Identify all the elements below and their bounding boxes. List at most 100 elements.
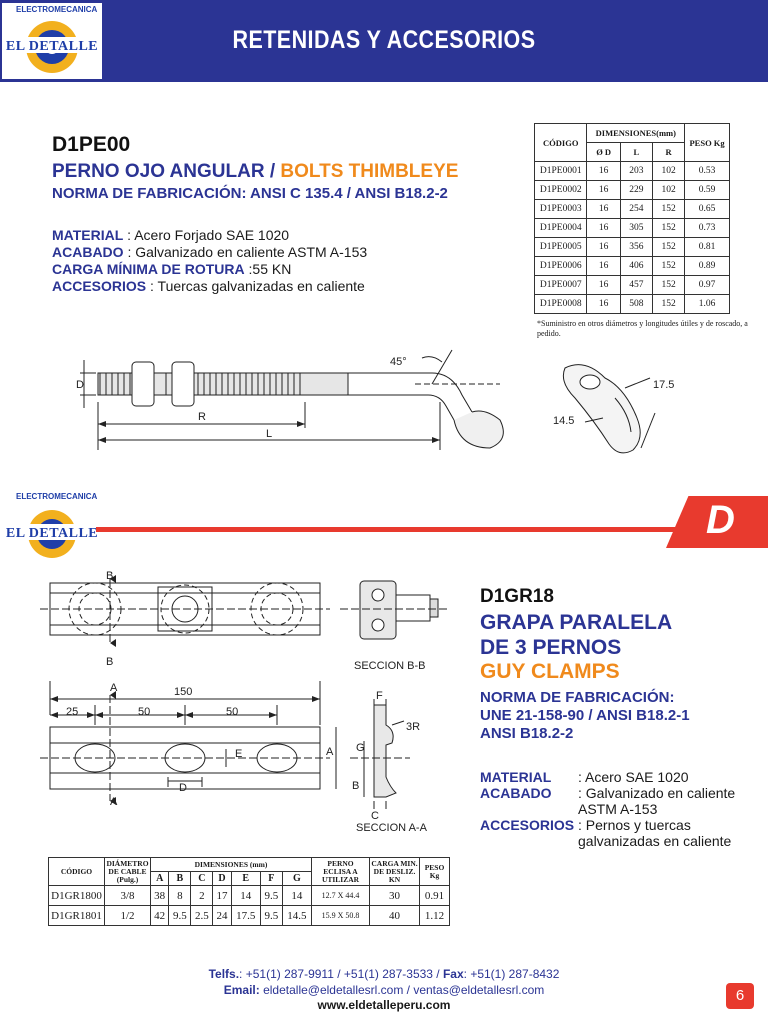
table-cell: 16: [586, 218, 621, 238]
label-25: 25: [66, 706, 78, 718]
label-b-section: B: [352, 780, 359, 792]
table-cell: D1GR1801: [48, 905, 105, 926]
section-divider: [96, 527, 768, 532]
telfs-label: Telfs.: [208, 967, 240, 981]
table-cell: 2: [190, 885, 214, 906]
table-cell: 0.81: [684, 237, 730, 257]
table-cell: 16: [586, 237, 621, 257]
table-cell: 229: [619, 180, 653, 200]
spec-row: ACABADO : Galvanizado en caliente ASTM A…: [52, 244, 367, 261]
spec-value: : Acero Forjado SAE 1020: [123, 227, 290, 243]
table-cell: 16: [586, 256, 621, 276]
table-cell: 14: [281, 885, 313, 906]
company-logo: ELECTROMECANICA EL DETALLE: [2, 3, 102, 79]
col-dim: E: [230, 871, 261, 886]
table-cell: 457: [619, 275, 653, 295]
table-cell: D1PE0007: [533, 275, 588, 295]
col-codigo: CÓDIGO: [533, 123, 588, 162]
telfs-value: : +51(1) 287-9911 / +51(1) 287-3533 /: [239, 967, 443, 981]
company-logo-band: ELECTROMECANICA EL DETALLE: [2, 490, 102, 566]
table-cell: D1PE0006: [533, 256, 588, 276]
table-cell: 152: [651, 294, 686, 314]
col-r: R: [651, 142, 686, 162]
label-seccion-aa: SECCION A-A: [356, 822, 428, 834]
table-cell: 102: [651, 161, 686, 181]
product-name-1-en: BOLTS THIMBLEYE: [280, 161, 459, 182]
table-cell: 0.91: [419, 885, 450, 906]
table-cell: 14: [230, 885, 261, 906]
footer-website[interactable]: www.eldetalleperu.com: [317, 998, 451, 1012]
section-letter: D: [706, 498, 735, 542]
label-17-5: 17.5: [653, 379, 674, 391]
table-cell: 152: [651, 237, 686, 257]
fax-label: Fax: [442, 967, 464, 981]
col-dim: G: [281, 871, 313, 886]
col-diametro: DIÁMETRO DE CABLE (Pulg.): [104, 857, 151, 886]
table-cell: 16: [586, 294, 621, 314]
spec-key: CARGA MÍNIMA DE ROTURA: [52, 261, 245, 277]
table-cell: 508: [619, 294, 653, 314]
table-cell: 42: [149, 905, 170, 926]
product-name-2-line1: GRAPA PARALELA: [480, 611, 673, 634]
spec-row: MATERIAL : Acero Forjado SAE 1020: [52, 227, 367, 244]
label-angle: 45°: [390, 356, 407, 368]
product-name-1: PERNO OJO ANGULAR / BOLTS THIMBLEYE: [52, 161, 458, 183]
table-cell: 30: [369, 885, 420, 906]
col-carga: CARGA MIN. DE DESLIZ. KN: [369, 857, 420, 886]
header-bar: RETENIDAS Y ACCESORIOS: [0, 0, 768, 82]
label-3r: 3R: [406, 721, 420, 733]
label-50b: 50: [226, 706, 238, 718]
label-f: F: [376, 690, 383, 702]
col-dim: A: [149, 871, 170, 886]
norma-line: UNE 21-158-90 / ANSI B18.2-1: [480, 707, 690, 724]
table-cell: D1PE0002: [533, 180, 588, 200]
label-150: 150: [174, 686, 192, 698]
table-cell: D1PE0008: [533, 294, 588, 314]
col-dimensiones: DIMENSIONES (mm): [150, 857, 312, 872]
label-c: C: [371, 810, 379, 822]
label-b-bottom: B: [106, 656, 113, 668]
product-name-2-en: GUY CLAMPS: [480, 660, 620, 683]
table-cell: 9.5: [259, 905, 283, 926]
product-code-1: D1PE00: [52, 133, 131, 156]
table-cell: 0.97: [684, 275, 730, 295]
spec-key: ACCESORIOS: [52, 278, 147, 294]
table-cell: D1PE0005: [533, 237, 588, 257]
product-name-1-es: PERNO OJO ANGULAR: [52, 161, 265, 182]
table-cell: 0.65: [684, 199, 730, 219]
table-cell: 0.73: [684, 218, 730, 238]
table-cell: 1/2: [104, 905, 151, 926]
table-cell: 3/8: [104, 885, 151, 906]
label-d: D: [179, 782, 187, 794]
email-value[interactable]: eldetalle@eldetallesrl.com / ventas@elde…: [259, 983, 545, 997]
table-note: *Suministro en otros diámetros y longitu…: [537, 319, 748, 338]
table-cell: 102: [651, 180, 686, 200]
norma-line: NORMA DE FABRICACIÓN:: [480, 689, 675, 706]
table-cell: 15.9 X 50.8: [311, 905, 370, 926]
table-cell: 1.06: [684, 294, 730, 314]
label-seccion-bb: SECCION B-B: [354, 660, 426, 672]
logo-arc-text: ELECTROMECANICA: [16, 5, 98, 14]
dimensions-table-2: CÓDIGO DIÁMETRO DE CABLE (Pulg.) DIMENSI…: [48, 857, 450, 926]
norma-1: NORMA DE FABRICACIÓN: ANSI C 135.4 / ANS…: [52, 185, 448, 202]
label-d: D: [76, 379, 84, 391]
norma-line: ANSI B18.2-2: [480, 725, 574, 742]
table-cell: 12.7 X 44.4: [311, 885, 370, 906]
table-cell: D1PE0001: [533, 161, 588, 181]
table-cell: 9.5: [168, 905, 192, 926]
table-cell: 152: [651, 275, 686, 295]
table-cell: D1PE0003: [533, 199, 588, 219]
norma-2: NORMA DE FABRICACIÓN: UNE 21-158-90 / AN…: [480, 689, 760, 743]
footer-phones: Telfs.: +51(1) 287-9911 / +51(1) 287-353…: [0, 967, 768, 981]
spec-key: MATERIAL: [480, 769, 552, 785]
table-cell: 0.53: [684, 161, 730, 181]
table-cell: 24: [212, 905, 232, 926]
logo-gear-icon: [6, 510, 98, 558]
page-title: RETENIDAS Y ACCESORIOS: [232, 26, 536, 54]
table-cell: 16: [586, 180, 621, 200]
